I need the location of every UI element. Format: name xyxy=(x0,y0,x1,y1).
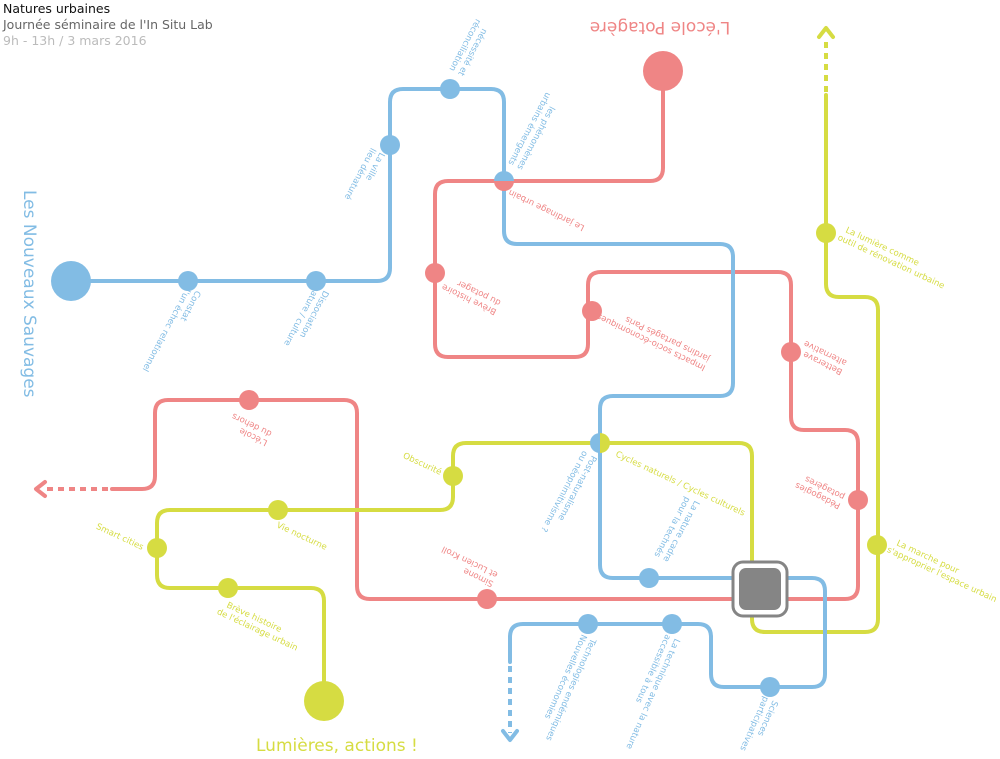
station-label: Impacts socio-économiquesjardins partagé… xyxy=(594,302,712,374)
blue-station[interactable] xyxy=(578,614,598,634)
map-date: 9h - 13h / 3 mars 2016 xyxy=(3,33,147,48)
blue-line-title: Les Nouveaux Sauvages xyxy=(19,190,39,398)
station-label: Simoneet Lucien Kroll xyxy=(436,544,500,589)
yellow-terminal[interactable] xyxy=(304,681,344,721)
station-label: Vie nocturne xyxy=(275,521,329,553)
yellow-station[interactable] xyxy=(867,535,887,555)
blue-station[interactable] xyxy=(440,79,460,99)
blue-station[interactable] xyxy=(760,677,780,697)
station-label: Technologies endémiquesNouvelles économi… xyxy=(534,632,599,743)
station-label: Smart cities xyxy=(94,522,145,553)
yellow-station[interactable] xyxy=(816,223,836,243)
station-label: Dissociationnature / culture xyxy=(281,284,330,352)
blue-station[interactable] xyxy=(306,271,326,291)
red-line-title: L'école Potagère xyxy=(590,17,730,37)
station-label: L'écoledu dehors xyxy=(225,410,273,448)
station-label: La villelieu dénaturé xyxy=(342,146,386,206)
yellow-arrow-up-icon xyxy=(817,26,835,39)
red-terminal[interactable] xyxy=(643,51,683,91)
station-label: les phénomènesurbains émergents xyxy=(505,90,562,172)
hub-interchange[interactable] xyxy=(739,568,781,610)
yellow-station[interactable] xyxy=(443,466,463,486)
map-title: Natures urbaines xyxy=(3,1,111,16)
red-station[interactable] xyxy=(781,342,801,362)
red-station[interactable] xyxy=(239,390,259,410)
red-arrow-left-icon xyxy=(34,480,47,498)
station-label: Betteravealternative xyxy=(798,338,849,376)
yellow-station[interactable] xyxy=(147,538,167,558)
shared-station-blue-red[interactable] xyxy=(494,171,514,191)
map-subtitle: Journée séminaire de l'In Situ Lab xyxy=(3,17,213,32)
blue-station[interactable] xyxy=(639,568,659,588)
station-label: La marche pours'approprier l'espace urba… xyxy=(885,536,1000,605)
yellow-station[interactable] xyxy=(218,578,238,598)
station-label: Pédagogiespotagères xyxy=(793,471,847,512)
red-line-path xyxy=(110,69,860,601)
station-label: Constatd'un échec relationnel xyxy=(140,284,203,378)
blue-station[interactable] xyxy=(662,614,682,634)
yellow-station[interactable] xyxy=(268,500,288,520)
red-station[interactable] xyxy=(848,490,868,510)
blue-line-path xyxy=(69,87,827,689)
station-label: La nature cadrepour la technés xyxy=(651,494,701,564)
station-label: Sciencesparticipatives xyxy=(737,695,779,757)
station-label: Brève histoiredu potager xyxy=(440,272,503,317)
shared-station-blue-yellow[interactable] xyxy=(590,433,610,453)
blue-arrow-down-icon xyxy=(501,729,519,742)
blue-station[interactable] xyxy=(380,135,400,155)
blue-terminal[interactable] xyxy=(51,261,91,301)
station-label: La lumière commeoutil de rénovation urba… xyxy=(836,223,951,291)
red-station[interactable] xyxy=(425,263,445,283)
blue-station[interactable] xyxy=(178,271,198,291)
station-label: Obscurité xyxy=(401,450,443,477)
station-label: Brève histoirede l'éclairage urbain xyxy=(215,597,304,653)
yellow-line-title: Lumières, actions ! xyxy=(256,736,418,756)
red-station[interactable] xyxy=(582,301,602,321)
station-label: Le jardinage urbain xyxy=(507,187,586,232)
station-label: Post-naturalismeou néoprimitivisme ? xyxy=(538,449,598,538)
station-label: nécessité etréconciliation xyxy=(446,17,492,78)
red-station[interactable] xyxy=(477,589,497,609)
station-label: La technique avec la natureaccessible à … xyxy=(614,633,681,751)
